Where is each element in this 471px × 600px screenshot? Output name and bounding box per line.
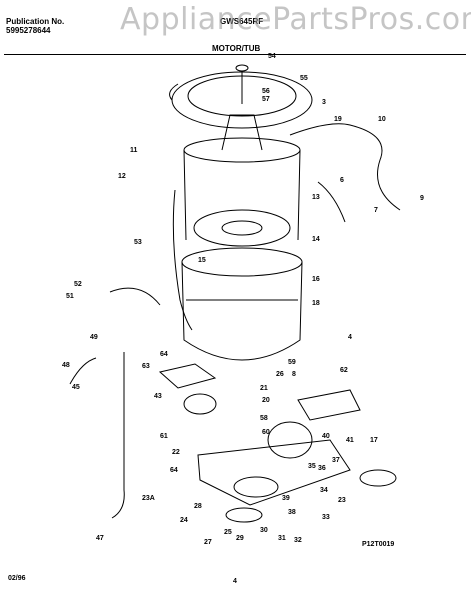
callout-16: 16 (312, 276, 320, 283)
callout-36: 36 (318, 465, 326, 472)
callout-45: 45 (72, 384, 80, 391)
callout-54: 54 (268, 53, 276, 60)
callout-64: 64 (170, 467, 178, 474)
header-rule (4, 54, 466, 55)
callout-35: 35 (308, 463, 316, 470)
callout-13: 13 (312, 194, 320, 201)
callout-31: 31 (278, 535, 286, 542)
callout-43: 43 (154, 393, 162, 400)
callout-18: 18 (312, 300, 320, 307)
callout-20: 20 (262, 397, 270, 404)
callout-47: 47 (96, 535, 104, 542)
publication-label: Publication No. (6, 17, 65, 26)
pulley-17 (359, 469, 397, 487)
callout-28: 28 (194, 503, 202, 510)
bracket-63 (158, 363, 217, 389)
callout-37: 37 (332, 457, 340, 464)
callout-3: 3 (322, 99, 326, 106)
callout-23A: 23A (142, 495, 155, 502)
pump-mount-41 (297, 389, 361, 421)
tub-ring-lip (169, 83, 179, 101)
model-number: GWS645RF (220, 17, 264, 26)
basket-top (183, 137, 301, 163)
agitator-base (193, 209, 291, 247)
callout-64: 64 (160, 351, 168, 358)
callout-49: 49 (90, 334, 98, 341)
tube-53 (172, 189, 193, 331)
watermark: AppliancePartsPros.com (120, 2, 471, 37)
callout-32: 32 (294, 537, 302, 544)
callout-17: 17 (370, 437, 378, 444)
callout-41: 41 (346, 437, 354, 444)
callout-55: 55 (300, 75, 308, 82)
callout-9: 9 (420, 195, 424, 202)
hose-6 (317, 181, 346, 223)
callout-22: 22 (172, 449, 180, 456)
callout-58: 58 (260, 415, 268, 422)
callout-7: 7 (374, 207, 378, 214)
fill-hose-10 (289, 123, 401, 211)
callout-25: 25 (224, 529, 232, 536)
publication-number: 5995278644 (6, 26, 51, 35)
callout-26: 26 (276, 371, 284, 378)
callout-56: 56 (262, 88, 270, 95)
basket-sides (183, 149, 301, 241)
callout-52: 52 (74, 281, 82, 288)
footer-page: 4 (233, 578, 237, 585)
callout-60: 60 (262, 429, 270, 436)
agitator (221, 114, 263, 151)
base-frame-64 (197, 439, 351, 506)
callout-11: 11 (130, 147, 138, 154)
drain-hose-45 (111, 352, 125, 519)
callout-38: 38 (288, 509, 296, 516)
hose-48 (69, 357, 97, 385)
callout-51: 51 (66, 293, 74, 300)
callout-14: 14 (312, 236, 320, 243)
callout-48: 48 (62, 362, 70, 369)
callout-21: 21 (260, 385, 268, 392)
callout-62: 62 (340, 367, 348, 374)
callout-40: 40 (322, 433, 330, 440)
agitator-hub (221, 220, 263, 236)
callout-27: 27 (204, 539, 212, 546)
drawing-id: P12T0019 (362, 541, 394, 548)
callout-4: 4 (348, 334, 352, 341)
callout-19: 19 (334, 116, 342, 123)
cap-part-54 (235, 64, 249, 72)
callout-10: 10 (378, 116, 386, 123)
callout-12: 12 (118, 173, 126, 180)
callout-23: 23 (338, 497, 346, 504)
outer-tub-body (181, 261, 303, 361)
callout-34: 34 (320, 487, 328, 494)
drive-pulley-28 (225, 507, 263, 523)
callout-53: 53 (134, 239, 142, 246)
callout-24: 24 (180, 517, 188, 524)
callout-15: 15 (198, 257, 206, 264)
callout-30: 30 (260, 527, 268, 534)
footer-date: 02/96 (8, 575, 26, 582)
callout-39: 39 (282, 495, 290, 502)
callout-8: 8 (292, 371, 296, 378)
bracket-52 (109, 287, 161, 306)
base-pulley (233, 476, 279, 498)
callout-33: 33 (322, 514, 330, 521)
callout-57: 57 (262, 96, 270, 103)
callout-59: 59 (288, 359, 296, 366)
callout-6: 6 (340, 177, 344, 184)
section-title: MOTOR/TUB (212, 44, 261, 53)
pump-43 (183, 393, 217, 415)
callout-61: 61 (160, 433, 168, 440)
motor-40 (267, 421, 313, 459)
callout-63: 63 (142, 363, 150, 370)
callout-29: 29 (236, 535, 244, 542)
